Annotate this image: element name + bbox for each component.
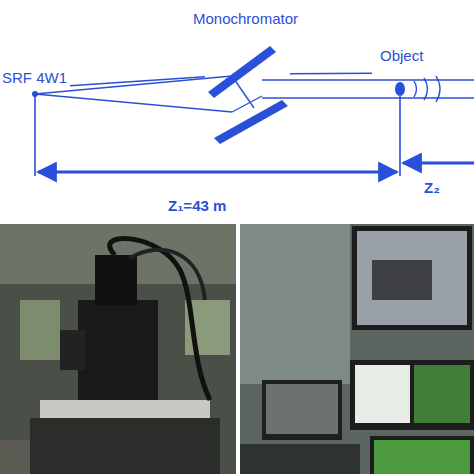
source-node: SRF 4W1	[0, 70, 70, 106]
monochromator-node: Monochromator	[205, 8, 290, 140]
object-sample	[395, 82, 405, 96]
wave-arcs	[414, 76, 440, 102]
dimension-lines	[35, 96, 474, 176]
beam-path	[70, 77, 205, 86]
beam-lines	[35, 76, 474, 112]
node-label: Object	[380, 48, 423, 63]
distance-label: Z₂	[424, 180, 440, 195]
node-label: SRF 4W1	[2, 70, 67, 85]
beam-path	[290, 72, 372, 74]
distance-label: Z₁=43 m	[168, 198, 226, 213]
photo-left	[0, 224, 236, 474]
node-label: Monochromator	[193, 11, 298, 26]
object-node: Object	[372, 48, 432, 98]
photo-right	[240, 224, 474, 474]
monochromator-crystals	[208, 46, 288, 144]
